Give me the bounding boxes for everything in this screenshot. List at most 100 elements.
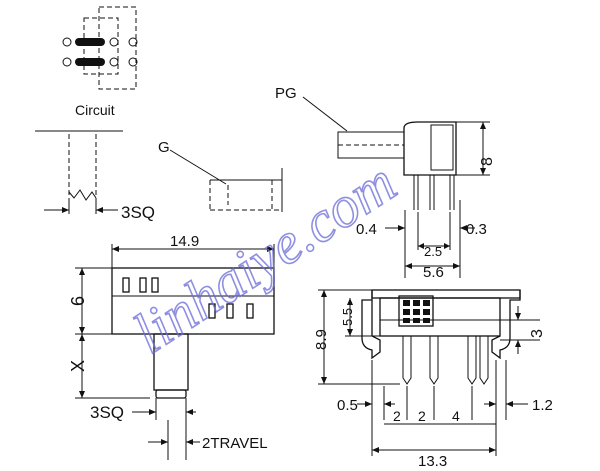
front-top-plate bbox=[371, 289, 521, 299]
front-handle-cell bbox=[403, 309, 410, 315]
front-handle bbox=[398, 295, 434, 327]
front-body-height-dim: 5.5 bbox=[340, 308, 355, 326]
dim-arrowhead bbox=[186, 409, 193, 415]
front-pin bbox=[479, 336, 489, 385]
dim-arrowhead bbox=[460, 225, 467, 231]
side-height-dim: 8 bbox=[479, 157, 496, 166]
side-pitch-dim: 2.5 bbox=[424, 244, 442, 259]
dim-arrowhead bbox=[515, 313, 521, 320]
top-travel-dim: 2TRAVEL bbox=[202, 435, 268, 452]
handle-detail: G bbox=[158, 139, 283, 212]
top-square-dim: 3SQ bbox=[90, 403, 124, 422]
top-view: 14.9 6 X 3SQ bbox=[68, 233, 275, 460]
top-actuator-tip bbox=[155, 389, 187, 399]
top-actuator-dim: X bbox=[68, 360, 88, 372]
front-handle-cell bbox=[403, 318, 410, 323]
dim-arrowhead bbox=[79, 391, 85, 398]
top-body bbox=[111, 267, 275, 335]
front-pin bbox=[467, 336, 477, 385]
dim-arrowhead bbox=[347, 329, 353, 336]
dim-arrowhead bbox=[79, 268, 85, 275]
side-view: PG 8 0.4 0.3 2.5 5.6 bbox=[275, 85, 496, 281]
side-body-inner bbox=[430, 124, 454, 171]
top-width-dim: 14.9 bbox=[170, 233, 199, 250]
dim-arrowhead bbox=[480, 122, 486, 129]
circuit-bridge bbox=[75, 38, 105, 46]
dim-arrowhead bbox=[347, 298, 353, 305]
front-total-width-dim: 13.3 bbox=[418, 453, 447, 470]
side-body bbox=[403, 121, 457, 176]
side-right-gap-dim: 0.3 bbox=[466, 221, 487, 238]
front-handle-cell bbox=[413, 318, 420, 323]
shaft-break bbox=[68, 189, 97, 201]
dim-arrowhead bbox=[79, 334, 85, 341]
dim-arrowhead bbox=[112, 246, 119, 252]
front-handle-cell bbox=[413, 300, 420, 306]
circuit-contact bbox=[128, 57, 138, 67]
circuit-contact bbox=[62, 37, 72, 47]
dim-arrowhead bbox=[398, 225, 405, 231]
dim-arrowhead bbox=[149, 409, 156, 415]
front-pin bbox=[402, 336, 412, 385]
dim-arrowhead bbox=[515, 340, 521, 347]
dim-arrowhead bbox=[62, 207, 69, 213]
dim-arrowhead bbox=[489, 401, 496, 407]
side-label-pg: PG bbox=[275, 85, 297, 102]
front-pitch-c-dim: 4 bbox=[452, 408, 460, 424]
dim-arrowhead bbox=[453, 263, 460, 269]
front-pin-offset-dim: 3 bbox=[529, 329, 546, 338]
dim-arrowhead bbox=[267, 246, 274, 252]
circuit-contact bbox=[109, 57, 119, 67]
circuit-symbol: Circuit bbox=[62, 6, 138, 118]
front-left-edge-dim: 0.5 bbox=[337, 397, 358, 414]
front-right-leg bbox=[491, 290, 521, 360]
top-height-dim: 6 bbox=[68, 296, 88, 306]
front-total-height-dim: 8.9 bbox=[313, 329, 330, 350]
front-view: 8.9 5.5 3 0.5 2 2 4 1.2 bbox=[313, 289, 553, 470]
shaft-detail: 3SQ bbox=[35, 130, 155, 222]
dim-arrowhead bbox=[480, 168, 486, 175]
front-pitch-a-dim: 2 bbox=[393, 408, 401, 424]
circuit-bridge bbox=[75, 58, 105, 66]
dim-arrowhead bbox=[405, 263, 412, 269]
top-contact bbox=[226, 303, 234, 319]
dim-arrowhead bbox=[444, 243, 450, 249]
front-handle-cell bbox=[423, 309, 430, 315]
front-handle-cell bbox=[413, 309, 420, 315]
circuit-label: Circuit bbox=[75, 102, 115, 118]
front-pin-width-dim: 1.2 bbox=[532, 397, 553, 414]
leader-line-pg bbox=[302, 96, 348, 132]
side-left-gap-dim: 0.4 bbox=[356, 221, 377, 238]
front-handle-cell bbox=[423, 318, 430, 323]
front-pitch-b-dim: 2 bbox=[418, 408, 426, 424]
handle-label-g: G bbox=[158, 139, 170, 156]
circuit-contact bbox=[109, 37, 119, 47]
dim-arrowhead bbox=[384, 401, 391, 407]
top-contact bbox=[151, 277, 159, 293]
dim-arrowhead bbox=[321, 377, 327, 384]
dim-arrowhead bbox=[186, 439, 193, 445]
dim-arrowhead bbox=[96, 207, 103, 213]
front-body bbox=[379, 297, 501, 337]
dim-arrowhead bbox=[489, 447, 496, 453]
dim-arrowhead bbox=[365, 401, 372, 407]
shaft-square-dim: 3SQ bbox=[121, 203, 155, 222]
top-contact bbox=[139, 277, 147, 293]
front-handle-cell bbox=[403, 300, 410, 306]
circuit-outline-right bbox=[98, 6, 137, 90]
circuit-contact bbox=[128, 37, 138, 47]
top-contact bbox=[246, 303, 254, 319]
dim-arrowhead bbox=[321, 290, 327, 297]
dim-arrowhead bbox=[418, 243, 424, 249]
side-span-dim: 5.6 bbox=[423, 264, 444, 281]
dim-arrowhead bbox=[161, 439, 168, 445]
dim-arrowhead bbox=[372, 447, 379, 453]
leader-line-g bbox=[169, 149, 227, 185]
dim-arrowhead bbox=[506, 401, 513, 407]
circuit-contact bbox=[62, 57, 72, 67]
front-left-leg bbox=[361, 290, 381, 360]
front-pin bbox=[429, 336, 439, 385]
dim-arrowhead bbox=[79, 327, 85, 334]
